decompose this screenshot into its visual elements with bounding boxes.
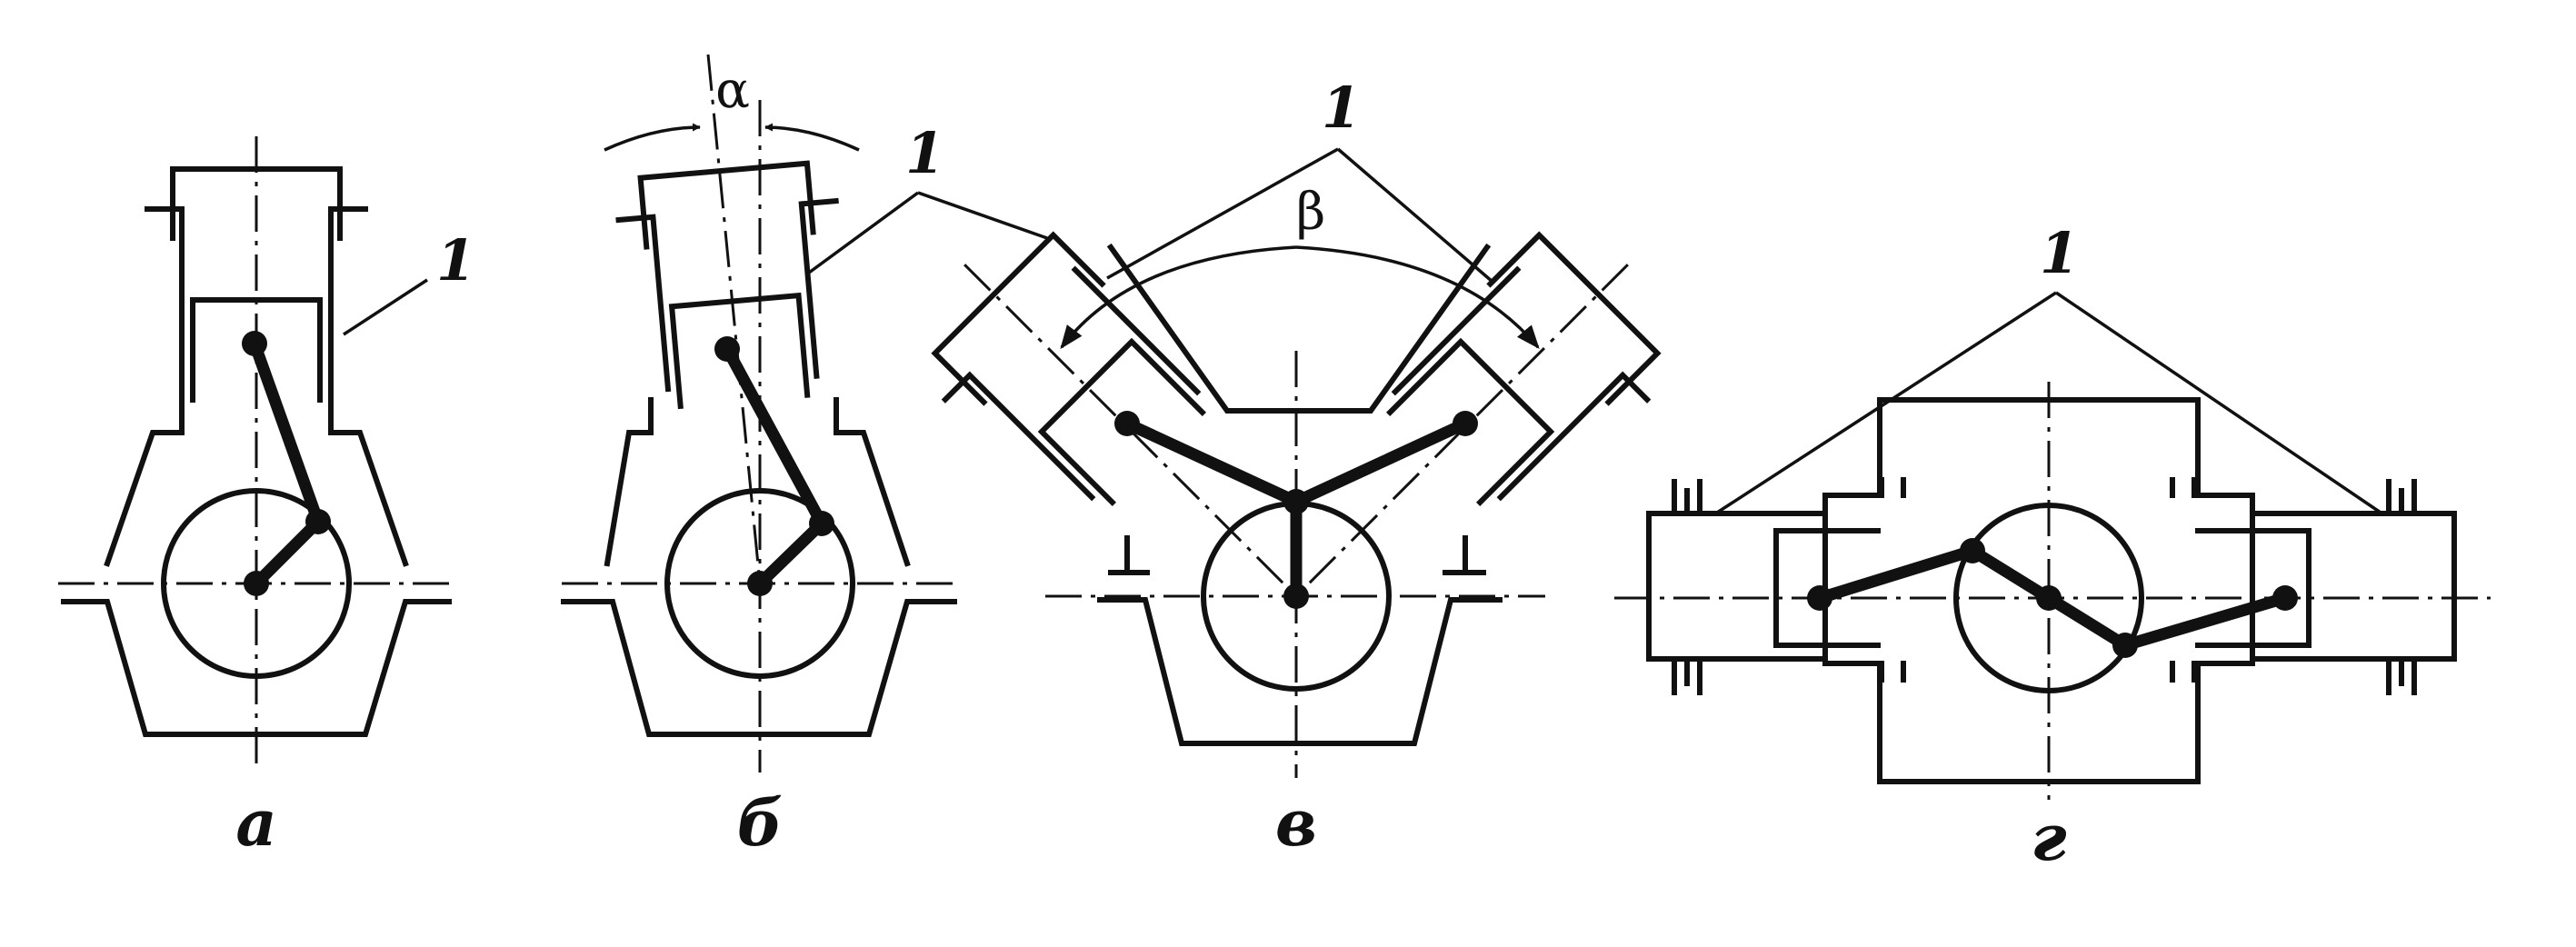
crank-pin-right xyxy=(2112,633,2138,658)
crankcase xyxy=(561,397,957,737)
angle-alpha-label: α xyxy=(715,61,750,120)
panel-d-opposed-engine: 1 г xyxy=(1614,220,2491,875)
crank-pin xyxy=(305,509,331,534)
left-wrist-pin xyxy=(1114,411,1140,436)
wrist-pin xyxy=(242,331,267,356)
crankcase xyxy=(1097,535,1503,746)
right-connecting-rod xyxy=(2119,592,2291,652)
angle-alpha-arrow-right xyxy=(764,123,860,152)
angle-alpha-arrow-left xyxy=(604,123,701,152)
crank-pin-left xyxy=(1960,538,1985,563)
wrist-pin xyxy=(714,336,740,362)
crankcase xyxy=(1822,397,2255,784)
left-piston xyxy=(1773,528,1881,648)
callout-leader-right xyxy=(2055,291,2384,516)
piston xyxy=(668,292,811,410)
v-valley xyxy=(1106,243,1492,414)
callout-leader-right xyxy=(1336,147,1494,284)
flange-ticks xyxy=(1672,477,2417,695)
right-cylinder xyxy=(2250,488,2457,686)
main-journal xyxy=(2036,585,2062,611)
left-connecting-rod xyxy=(1813,544,1979,604)
callout-leader-left xyxy=(1106,147,1339,280)
callout-leader xyxy=(343,278,428,336)
right-wrist-pin xyxy=(1453,411,1478,436)
panel-letter: а xyxy=(235,785,276,861)
panel-b-inclined-engine: α 1 б xyxy=(561,54,1048,861)
callout-label: 1 xyxy=(2040,220,2079,286)
callout-leader-to-v xyxy=(917,191,1048,240)
callout-label: 1 xyxy=(436,227,475,294)
right-connecting-rod xyxy=(1290,417,1472,508)
panel-c-v-engine: β 1 в xyxy=(931,75,1662,861)
angle-beta-label: β xyxy=(1296,183,1325,242)
callout-leader xyxy=(807,191,920,274)
left-cylinder xyxy=(931,231,1202,502)
left-connecting-rod xyxy=(1121,417,1303,508)
connecting-rod xyxy=(248,337,324,528)
panel-letter: б xyxy=(737,785,784,861)
angle-beta-arrow-left xyxy=(1060,245,1297,350)
callout-label: 1 xyxy=(1322,75,1361,141)
panel-letter: в xyxy=(1275,785,1317,861)
right-wrist-pin xyxy=(2272,585,2298,611)
panel-a-vertical-engine: 1 а xyxy=(58,136,475,861)
angle-beta-arrow-right xyxy=(1295,245,1540,349)
crank-pin xyxy=(1283,489,1309,514)
left-piston xyxy=(1037,337,1207,507)
crank-arm xyxy=(754,517,828,590)
left-wrist-pin xyxy=(1807,585,1832,611)
callout-label: 1 xyxy=(905,120,944,186)
right-cylinder xyxy=(1391,231,1662,502)
left-cylinder xyxy=(1646,488,1828,686)
right-piston xyxy=(2195,528,2311,648)
crank-arm xyxy=(250,515,324,590)
main-journal xyxy=(244,571,269,596)
main-journal xyxy=(1283,583,1309,609)
crank-pin xyxy=(809,511,834,536)
panel-letter: г xyxy=(2031,800,2066,875)
cylinder-axis xyxy=(706,54,762,584)
main-journal xyxy=(747,571,773,596)
connecting-rod xyxy=(721,343,828,530)
right-piston xyxy=(1385,337,1555,507)
cylinder-outline xyxy=(615,160,839,393)
callout-leader-left xyxy=(1713,291,2057,516)
